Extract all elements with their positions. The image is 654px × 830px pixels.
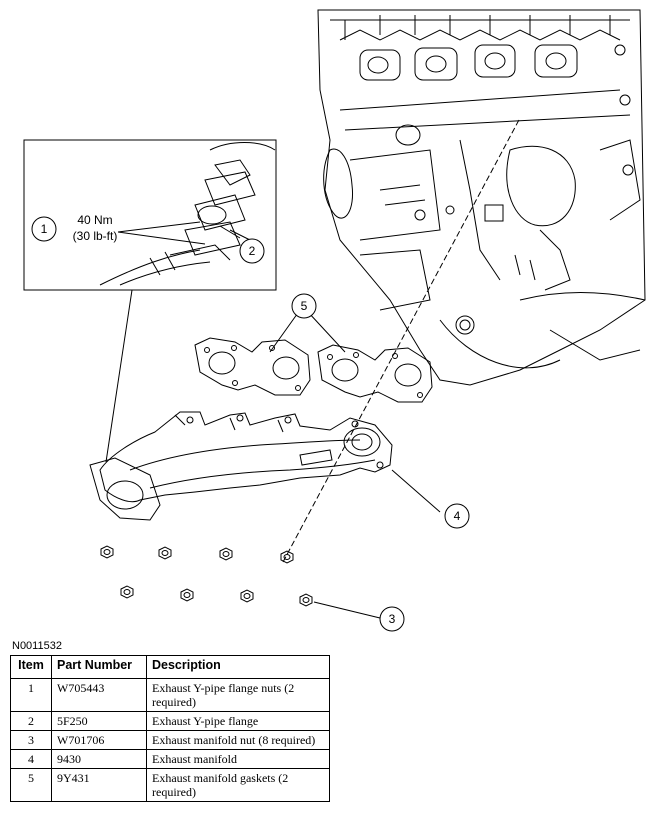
callout-2: 2 <box>239 238 265 264</box>
exhaust-manifold-drawing <box>89 411 393 521</box>
row-item: 3 <box>10 730 52 750</box>
table-row: 5 9Y431 Exhaust manifold gaskets (2 requ… <box>10 768 330 802</box>
inset-detail-box <box>23 139 277 291</box>
row-description: Exhaust manifold <box>146 749 330 769</box>
parts-table: Item Part Number Description 1 W705443 E… <box>10 655 330 802</box>
table-row: 4 9430 Exhaust manifold <box>10 749 330 769</box>
callout-1: 1 <box>31 216 57 242</box>
row-description: Exhaust Y-pipe flange nuts (2 required) <box>146 678 330 712</box>
row-item: 1 <box>10 678 52 712</box>
header-part-number: Part Number <box>51 655 147 679</box>
exhaust-manifold-nuts <box>100 545 313 607</box>
table-row: 3 W701706 Exhaust manifold nut (8 requir… <box>10 730 330 750</box>
callout-4: 4 <box>444 503 470 529</box>
exhaust-manifold-gasket-left <box>194 337 311 396</box>
table-header-row: Item Part Number Description <box>10 655 330 679</box>
table-row: 1 W705443 Exhaust Y-pipe flange nuts (2 … <box>10 678 330 712</box>
header-item: Item <box>10 655 52 679</box>
row-item: 5 <box>10 768 52 802</box>
callout-label: 4 <box>454 509 461 523</box>
exhaust-manifold-illustration: 1 2 3 4 5 40 Nm (30 lb-ft) <box>23 9 646 632</box>
row-part-number: 9430 <box>51 749 147 769</box>
figure-id: N0011532 <box>12 640 62 652</box>
row-part-number: 5F250 <box>51 711 147 731</box>
exhaust-manifold-gasket-right <box>317 344 433 403</box>
row-part-number: W701706 <box>51 730 147 750</box>
y-pipe-flange-drawing <box>99 142 276 286</box>
callout-label: 1 <box>41 222 48 236</box>
row-item: 2 <box>10 711 52 731</box>
engine-block-drawing <box>317 9 646 386</box>
callout-3: 3 <box>379 606 405 632</box>
callout-label: 3 <box>389 612 396 626</box>
row-item: 4 <box>10 749 52 769</box>
row-part-number: W705443 <box>51 678 147 712</box>
row-part-number: 9Y431 <box>51 768 147 802</box>
callout-label: 5 <box>301 299 308 313</box>
row-description: Exhaust manifold gaskets (2 required) <box>146 768 330 802</box>
row-description: Exhaust manifold nut (8 required) <box>146 730 330 750</box>
callout-5: 5 <box>291 293 317 319</box>
callout-label: 2 <box>249 244 256 258</box>
torque-imperial: (30 lb-ft) <box>73 229 118 243</box>
torque-metric: 40 Nm <box>77 213 112 227</box>
header-description: Description <box>146 655 330 679</box>
row-description: Exhaust Y-pipe flange <box>146 711 330 731</box>
table-row: 2 5F250 Exhaust Y-pipe flange <box>10 711 330 731</box>
torque-spec: 40 Nm (30 lb-ft) <box>73 213 118 243</box>
